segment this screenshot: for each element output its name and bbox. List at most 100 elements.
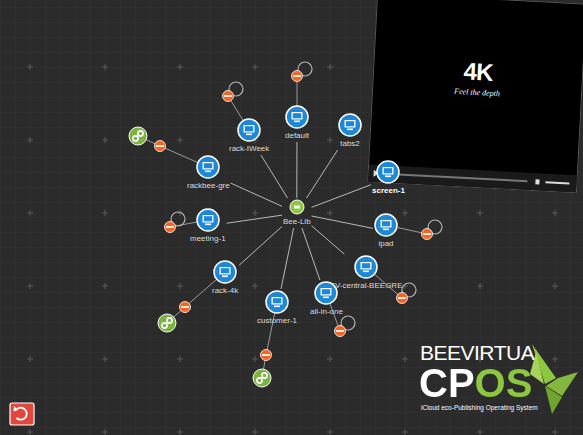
screen-node: tabs2 [338, 113, 362, 149]
monitor-stand [222, 276, 228, 278]
link-badge [158, 314, 176, 332]
monitor-glyph [203, 162, 214, 170]
grid-marker [102, 64, 108, 70]
screen-icon [196, 155, 220, 179]
grid-marker [102, 210, 108, 216]
monitor-glyph [244, 125, 255, 133]
screen-circle [197, 209, 219, 231]
screen-node: screen-1 [372, 160, 405, 196]
grid-marker [27, 429, 33, 435]
screen-circle [315, 282, 337, 304]
feed-dot [397, 293, 408, 304]
hub-mark [294, 206, 300, 209]
logo-bird [530, 344, 578, 414]
screen-icon [196, 208, 220, 232]
monitor-stand [294, 121, 300, 123]
screen-icon [265, 290, 289, 314]
monitor-glyph [220, 267, 231, 275]
grid-marker [402, 429, 408, 435]
logo-product: CPOS [419, 362, 532, 404]
screen-circle [197, 156, 219, 178]
grid-marker [252, 283, 258, 289]
monitor-screen [245, 126, 253, 131]
screen-node: default [285, 105, 309, 141]
feed-dot-mark [181, 306, 189, 308]
grid-marker [552, 210, 558, 216]
monitor-screen [221, 268, 229, 273]
screen-icon [213, 260, 237, 284]
monitor-glyph [381, 220, 392, 228]
screen-circle [355, 256, 377, 278]
screen-circle [375, 214, 397, 236]
monitor-screen [273, 298, 281, 303]
link-badge [129, 127, 147, 145]
undo-button [10, 403, 34, 425]
connector-line [312, 185, 371, 208]
screen-icon [285, 105, 309, 129]
screen-node: ipad [374, 213, 398, 249]
connector-line [312, 216, 373, 228]
connector-line [302, 228, 320, 280]
screen-circle [266, 291, 288, 313]
feed-dot-mark [156, 145, 164, 147]
screen-circle [238, 119, 260, 141]
screen-icon [314, 281, 338, 305]
undo-button [14, 406, 19, 412]
monitor-stand [205, 224, 211, 226]
hub-icon [289, 199, 305, 215]
monitor-stand [385, 176, 391, 178]
undo-button [10, 403, 34, 425]
screen-node: customer-1 [257, 290, 297, 326]
feed-dot [180, 302, 191, 313]
grid-marker [177, 429, 183, 435]
grid-marker [402, 210, 408, 216]
monitor-screen [322, 289, 330, 294]
monitor-stand [246, 134, 252, 136]
monitor-glyph [272, 297, 283, 305]
grid-marker [252, 429, 258, 435]
node-label: rack-IWeek [229, 144, 269, 154]
connector-line [231, 183, 282, 206]
video-player: 4KFeel the depth [367, 0, 583, 193]
monitor-glyph [361, 262, 372, 270]
feed-dot [335, 326, 346, 337]
feed-dot-mark [398, 297, 406, 299]
monitor-screen [346, 121, 354, 126]
library-hub: Bee-Lib [283, 199, 311, 227]
connector-line [281, 228, 294, 289]
grid-marker [477, 283, 483, 289]
feed-dot [155, 141, 166, 152]
feed-dot [292, 71, 303, 82]
feed-dot-mark [166, 226, 174, 228]
feed-dot [422, 229, 433, 240]
link-badge [167, 318, 172, 323]
monitor-stand [363, 271, 369, 273]
screen-node: all-in-one [310, 281, 343, 317]
grid-marker [27, 210, 33, 216]
grid-marker [27, 64, 33, 70]
grid-marker [177, 283, 183, 289]
connector-line [307, 150, 338, 198]
node-label: customer-1 [257, 316, 297, 326]
grid-marker [177, 137, 183, 143]
monitor-glyph [321, 288, 332, 296]
screen-node: rack-4k [212, 260, 238, 296]
monitor-glyph [292, 112, 303, 120]
grid-marker [27, 137, 33, 143]
volume-slider [545, 182, 569, 183]
connector-line [312, 226, 345, 254]
screen-circle [339, 114, 361, 136]
link-badge [133, 131, 267, 383]
grid-marker [27, 356, 33, 362]
screen-icon [374, 213, 398, 237]
screen-icon [338, 113, 362, 137]
screen-icon [354, 255, 378, 279]
monitor-screen [293, 113, 301, 118]
grid-marker [402, 356, 408, 362]
node-label: screen-1 [372, 186, 405, 196]
hub-circle [290, 200, 304, 214]
grid-marker [327, 210, 333, 216]
screen-node: TV-central-BEEGRE [330, 255, 402, 291]
feed-dot-mark [262, 354, 270, 356]
undo-button [17, 408, 27, 420]
